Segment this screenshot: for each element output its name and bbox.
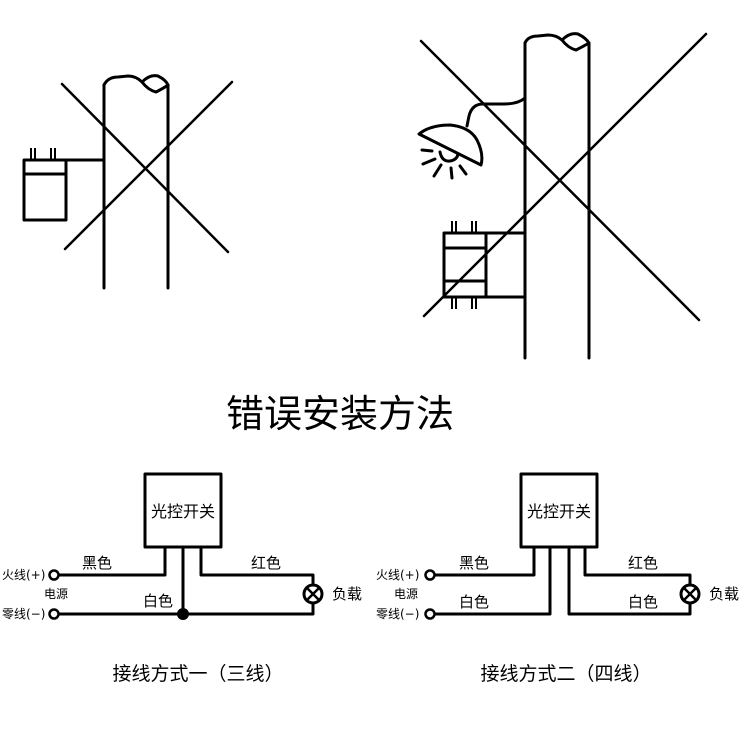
- method-one-caption: 接线方式一（三线）: [112, 663, 283, 685]
- cross-mark-left: [60, 80, 234, 254]
- red-wire: [199, 545, 315, 586]
- live-terminal: [48, 569, 60, 581]
- wiring-method-two: 光控开关 黑色 白色 白色 红色 火线(+) 零线(−) 电源 负载 接线方式二…: [376, 472, 739, 685]
- photo-switch-device-left: [22, 148, 106, 222]
- pole-left: [102, 74, 170, 290]
- neutral-wire: [56, 602, 315, 616]
- white-wire-in: [432, 545, 552, 616]
- pole-right: [523, 32, 591, 360]
- wiring-method-one: 光控开关 黑色 白色 红色 火线(+) 零线(−) 电源 负载 接线方式一（三线…: [2, 472, 362, 685]
- power-label: 电源: [394, 587, 418, 601]
- neutral-label: 零线(−): [2, 607, 45, 621]
- red-wire-label: 红色: [251, 554, 281, 572]
- red-wire: [583, 545, 692, 586]
- neutral-terminal: [424, 608, 436, 620]
- red-wire-label: 红色: [628, 554, 658, 572]
- live-label: 火线(+): [2, 568, 45, 582]
- white-wire-out: [567, 545, 692, 616]
- switch-label: 光控开关: [527, 502, 591, 521]
- cross-mark-right: [419, 32, 708, 322]
- wrong-example-left: [22, 74, 234, 290]
- photo-switch-device-right: [442, 221, 527, 309]
- white-wire-label: 白色: [143, 592, 173, 610]
- wrong-installation-title: 错误安装方法: [226, 392, 454, 436]
- street-lamp: [417, 96, 527, 180]
- black-wire: [56, 545, 167, 577]
- black-wire-label: 黑色: [459, 554, 489, 572]
- black-wire-label: 黑色: [82, 554, 112, 572]
- method-two-caption: 接线方式二（四线）: [480, 663, 651, 685]
- load-lamp-icon: [302, 583, 324, 605]
- load-label: 负载: [332, 585, 362, 603]
- black-wire: [432, 545, 536, 577]
- load-lamp-icon: [679, 583, 701, 605]
- power-label: 电源: [44, 587, 68, 601]
- live-label: 火线(+): [376, 568, 419, 582]
- neutral-label: 零线(−): [376, 607, 419, 621]
- white-wire-out-label: 白色: [628, 593, 658, 611]
- live-terminal: [424, 569, 436, 581]
- switch-label: 光控开关: [151, 502, 215, 521]
- neutral-terminal: [48, 608, 60, 620]
- white-wire-in-label: 白色: [459, 593, 489, 611]
- load-label: 负载: [709, 585, 739, 603]
- wrong-example-right: [417, 32, 708, 360]
- photo-switch-box: [519, 472, 599, 549]
